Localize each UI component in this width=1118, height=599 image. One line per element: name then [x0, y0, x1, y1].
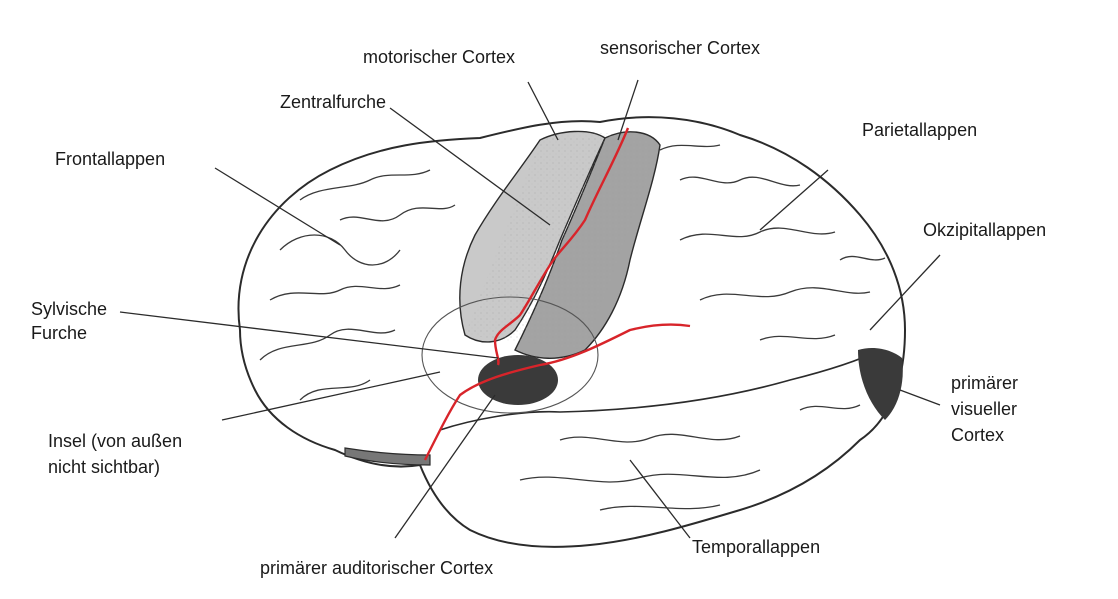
label-visual-cortex-1: primärer [951, 372, 1018, 394]
label-frontal-lobe: Frontallappen [55, 148, 165, 170]
label-visual-cortex-3: Cortex [951, 424, 1004, 446]
label-insula-2: nicht sichtbar) [48, 456, 160, 478]
label-sylvian-fissure-1: Sylvische [31, 298, 107, 320]
label-sensory-cortex: sensorischer Cortex [600, 37, 760, 59]
label-central-sulcus: Zentralfurche [280, 91, 386, 113]
label-auditory-cortex: primärer auditorischer Cortex [260, 557, 493, 579]
label-motor-cortex: motorischer Cortex [363, 46, 515, 68]
label-sylvian-fissure-2: Furche [31, 322, 87, 344]
label-temporal-lobe: Temporallappen [692, 536, 820, 558]
label-occipital-lobe: Okzipitallappen [923, 219, 1046, 241]
label-visual-cortex-2: visueller [951, 398, 1017, 420]
label-insula-1: Insel (von außen [48, 430, 182, 452]
label-parietal-lobe: Parietallappen [862, 119, 977, 141]
